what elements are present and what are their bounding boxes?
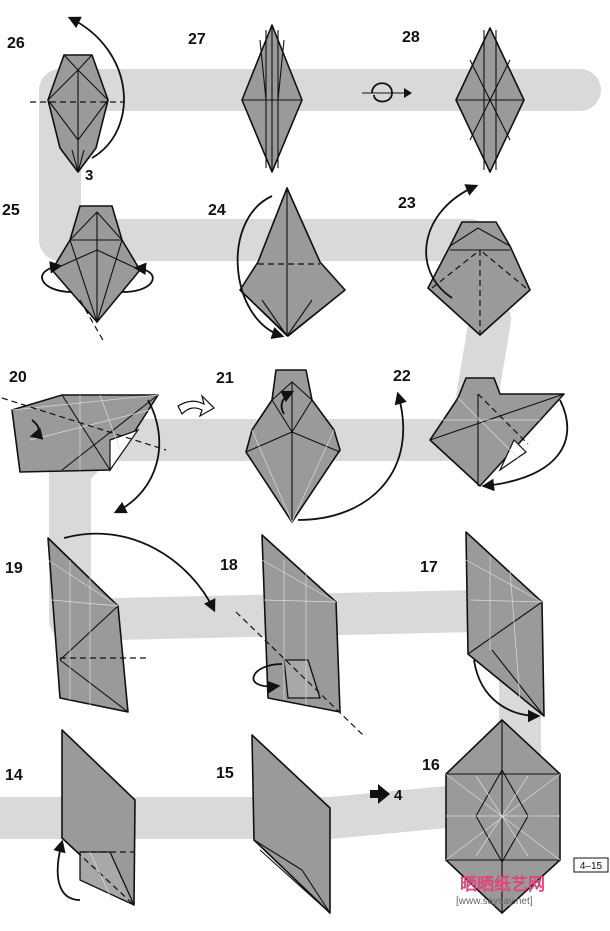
step-number-23: 23 — [398, 195, 416, 212]
repeat-count-label: 3 — [85, 167, 93, 184]
step-number-24: 24 — [208, 202, 226, 219]
next-step-hollow-arrow — [178, 396, 214, 416]
step-number-21: 21 — [216, 370, 234, 387]
step-number-19: 19 — [5, 560, 23, 577]
step-number-28: 28 — [402, 29, 420, 46]
step-28-figure — [456, 28, 524, 172]
step-number-27: 27 — [188, 31, 206, 48]
step-14-figure — [58, 730, 135, 905]
step-number-18: 18 — [220, 557, 238, 574]
step-27-figure — [242, 25, 302, 172]
watermark-url: [www.saysay.net] — [456, 896, 533, 907]
step-number-25: 25 — [2, 202, 20, 219]
watermark-logo: 晒晒纸艺网 — [460, 874, 545, 895]
step-number-17: 17 — [420, 559, 438, 576]
step-22-figure — [430, 378, 567, 486]
step-number-22: 22 — [393, 368, 411, 385]
step-number-26: 26 — [7, 35, 25, 52]
arrow-to-step-label: 4 — [394, 787, 403, 804]
step-number-14: 14 — [5, 767, 23, 784]
step-number-15: 15 — [216, 765, 234, 782]
page-reference-label: 4–15 — [580, 861, 603, 872]
step-23-figure — [426, 186, 530, 335]
step-number-20: 20 — [9, 369, 27, 386]
step-24-figure — [238, 188, 345, 336]
step-number-16: 16 — [422, 757, 440, 774]
step-15-figure — [252, 735, 330, 913]
